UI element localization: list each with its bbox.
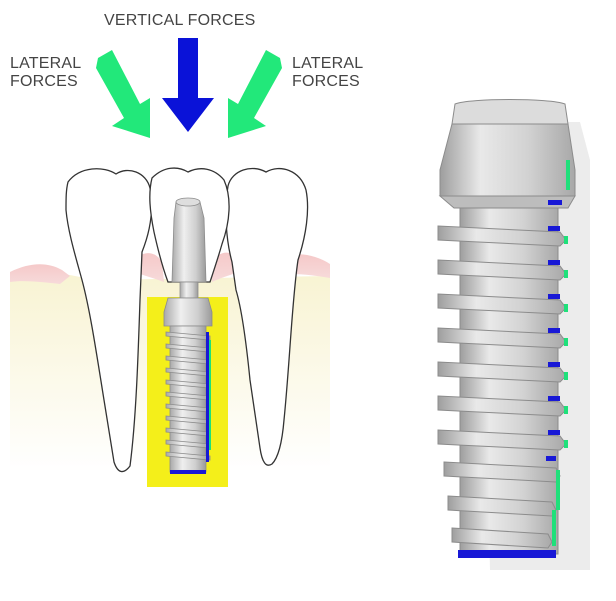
lateral-forces-label-right: LATERAL FORCES: [292, 55, 363, 91]
left-tooth: [65, 168, 153, 473]
lateral-left-line-1: LATERAL: [10, 55, 82, 72]
right-tooth: [225, 167, 309, 466]
lateral-force-arrow-left: [96, 50, 150, 138]
lateral-left-line-2: FORCES: [10, 73, 78, 90]
lateral-force-arrow-right: [228, 50, 282, 138]
small-implant: [163, 197, 213, 474]
vertical-forces-label: VERTICAL FORCES: [104, 12, 256, 29]
large-implant: [437, 99, 590, 570]
lateral-right-line-2: FORCES: [292, 73, 360, 90]
lateral-right-line-1: LATERAL: [292, 55, 364, 72]
lateral-forces-label-left: LATERAL FORCES: [10, 55, 81, 91]
vertical-force-arrow: [162, 38, 214, 132]
